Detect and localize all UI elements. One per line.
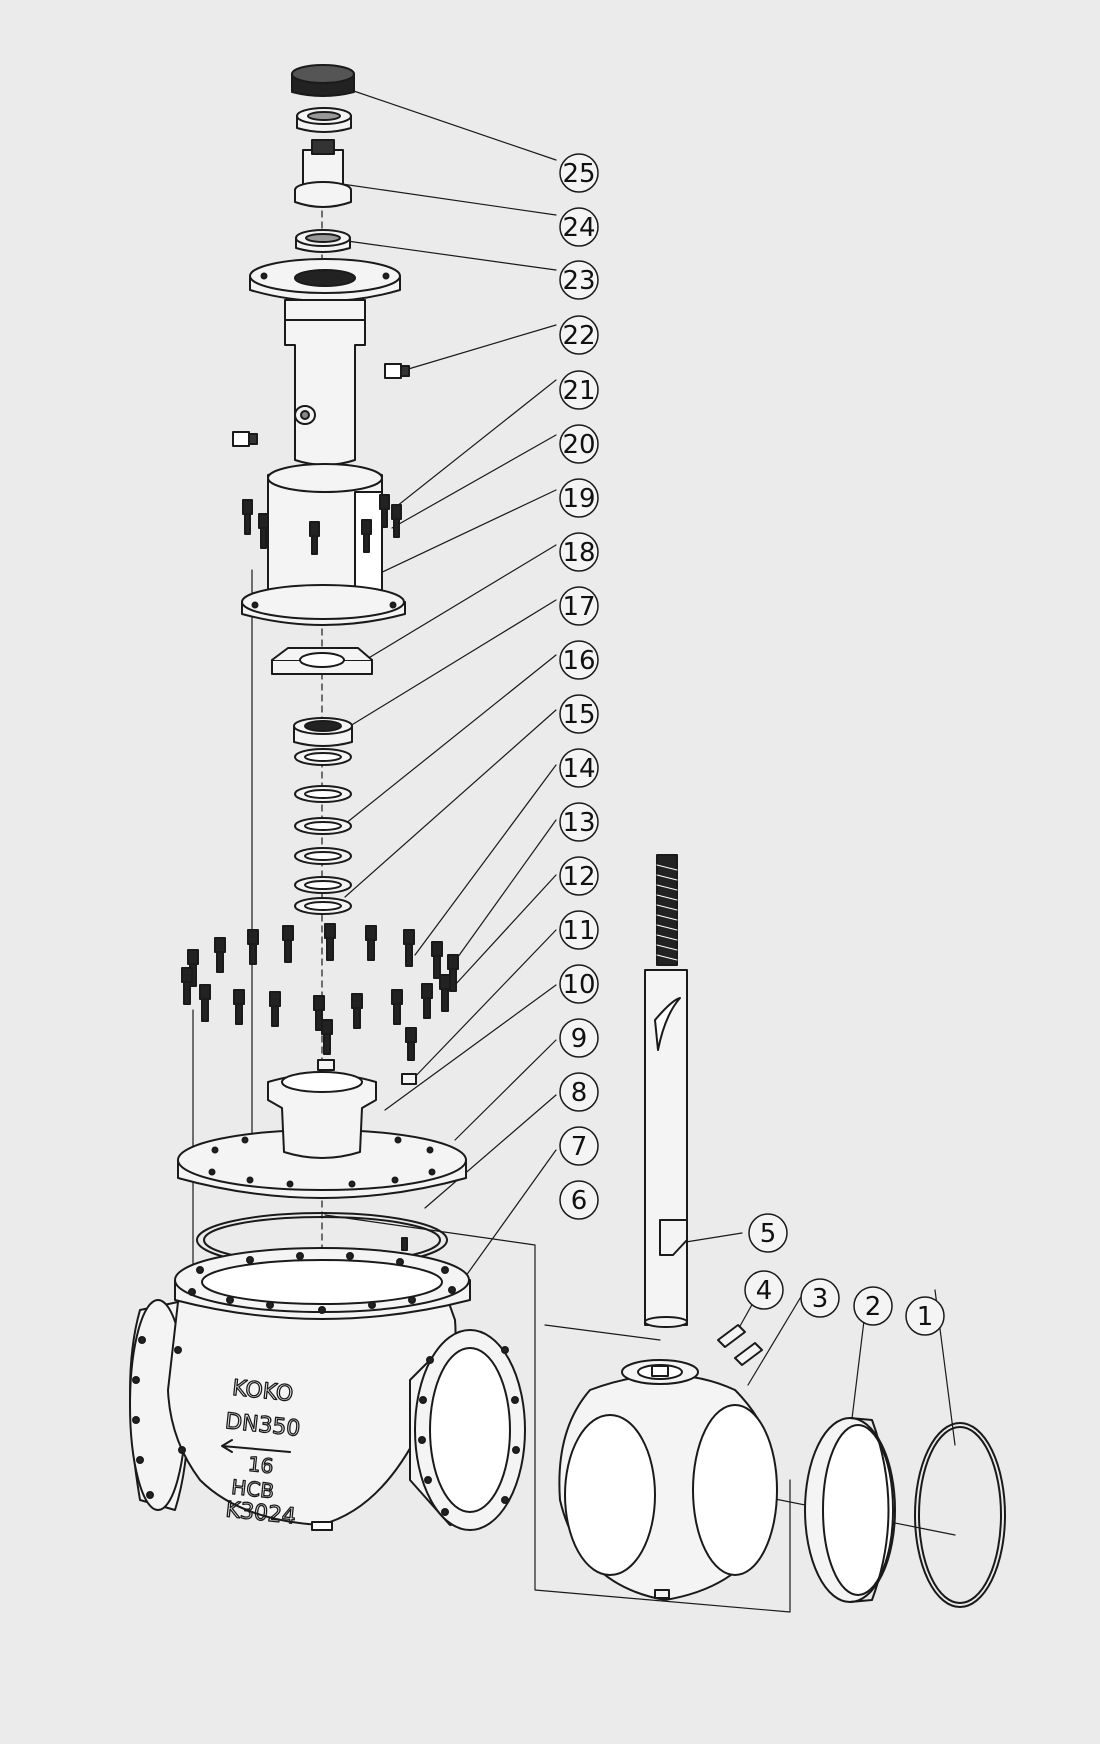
callout-14 <box>559 748 599 788</box>
callout-number-20: 20 <box>562 430 595 460</box>
callout-number-6: 6 <box>571 1186 588 1216</box>
callout-17 <box>559 586 599 626</box>
callout-number-23: 23 <box>562 266 595 296</box>
part-25-cap <box>291 64 355 97</box>
part-3-ball <box>558 1359 778 1601</box>
part-1-o-ring <box>914 1422 1006 1608</box>
callout-number-7: 7 <box>571 1132 588 1162</box>
callout-number-2: 2 <box>865 1292 882 1322</box>
callout-24 <box>559 207 599 247</box>
callout-19 <box>559 478 599 518</box>
callout-22 <box>559 315 599 355</box>
callout-11 <box>559 910 599 950</box>
callout-number-15: 15 <box>562 700 595 730</box>
callout-18 <box>559 532 599 572</box>
part-7-pin <box>401 1237 408 1251</box>
callout-20 <box>559 424 599 464</box>
callout-number-24: 24 <box>562 213 595 243</box>
callout-number-3: 3 <box>812 1284 829 1314</box>
part-5-stem <box>644 854 688 1328</box>
callout-number-19: 19 <box>562 484 595 514</box>
callout-23 <box>559 260 599 300</box>
marking-pressure: 16 <box>247 1452 275 1479</box>
part-23-bearing <box>295 229 351 253</box>
callout-number-10: 10 <box>562 970 595 1000</box>
callout-9 <box>559 1018 599 1058</box>
callout-2 <box>853 1286 893 1326</box>
side-plug <box>232 431 258 447</box>
callout-number-17: 17 <box>562 592 595 622</box>
callout-7 <box>559 1126 599 1166</box>
upper-bearing <box>296 107 352 133</box>
callout-8 <box>559 1072 599 1112</box>
callout-bubbles <box>559 153 945 1336</box>
callout-number-12: 12 <box>562 862 595 892</box>
part-22-bracket <box>241 258 406 626</box>
part-4-keys <box>717 1324 763 1366</box>
part-22-plug <box>384 363 410 379</box>
part-2-seat <box>804 1417 896 1603</box>
part-18-gland-flange <box>271 647 373 675</box>
callout-12 <box>559 856 599 896</box>
callout-5 <box>748 1213 788 1253</box>
callout-number-18: 18 <box>562 538 595 568</box>
callout-number-14: 14 <box>562 754 595 784</box>
callout-21 <box>559 370 599 410</box>
part-17-gland <box>293 717 353 747</box>
callout-numbers: 25 24 23 22 21 20 19 18 17 16 15 14 13 1… <box>562 159 933 1332</box>
part-10-11-fittings <box>317 1019 417 1085</box>
callout-number-22: 22 <box>562 321 595 351</box>
callout-1 <box>905 1296 945 1336</box>
part-6-body <box>129 1247 526 1531</box>
callout-number-21: 21 <box>562 376 595 406</box>
callout-3 <box>800 1278 840 1318</box>
callout-6 <box>559 1180 599 1220</box>
callout-number-1: 1 <box>917 1302 934 1332</box>
callout-number-5: 5 <box>760 1219 777 1249</box>
part-9-bonnet <box>177 1071 467 1199</box>
callout-number-25: 25 <box>562 159 595 189</box>
callout-number-13: 13 <box>562 808 595 838</box>
callout-number-11: 11 <box>562 916 595 946</box>
callout-13 <box>559 802 599 842</box>
callout-25 <box>559 153 599 193</box>
part-12-13-bolt-ring <box>181 923 459 1061</box>
callout-number-4: 4 <box>756 1276 773 1306</box>
callout-number-16: 16 <box>562 646 595 676</box>
callout-number-8: 8 <box>571 1078 588 1108</box>
marking-material: HCB <box>230 1475 275 1503</box>
callout-4 <box>744 1270 784 1310</box>
callout-15 <box>559 694 599 734</box>
callout-16 <box>559 640 599 680</box>
part-24-stem-nut <box>294 139 352 208</box>
callout-10 <box>559 964 599 1004</box>
callout-number-9: 9 <box>571 1024 588 1054</box>
part-14-16-packing-rings <box>294 748 352 915</box>
part-20-21-bolts <box>242 494 402 555</box>
